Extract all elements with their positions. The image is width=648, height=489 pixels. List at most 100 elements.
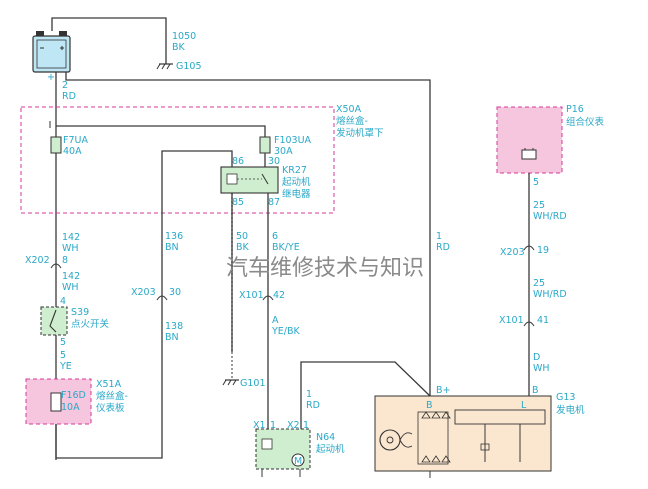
wire-a-color: YE/BK bbox=[271, 326, 301, 337]
fuse-f7ua: F7UA 40A bbox=[50, 135, 88, 157]
ignition-id: S39 bbox=[71, 307, 89, 318]
fusebox-instrument-panel: F16D 10A X51A 熔丝盒- 仪表板 bbox=[25, 378, 128, 425]
watermark-text: 汽车维修技术与知识 bbox=[226, 256, 424, 281]
wire-1-rd-b-color: RD bbox=[306, 400, 320, 411]
wire-50-number: 50 bbox=[236, 231, 248, 242]
wire-142-a-number: 142 bbox=[62, 232, 80, 243]
wire-battery-to-generator bbox=[65, 72, 431, 396]
fusebox-engine-outline bbox=[20, 106, 335, 214]
generator-id: G13 bbox=[556, 392, 575, 403]
wire-5-ye-color: YE bbox=[59, 361, 72, 372]
relay-id: KR27 bbox=[282, 165, 307, 176]
generator-b-pin: B bbox=[532, 385, 539, 396]
starter-x2: X2 bbox=[287, 420, 300, 431]
wire-d-color: WH bbox=[533, 363, 550, 374]
connector-x101-b: X101 bbox=[499, 315, 524, 326]
wire-1-rd-b-number: 1 bbox=[306, 389, 312, 400]
ground-g105-label: G105 bbox=[176, 61, 202, 72]
starter-relay: 86 30 85 87 KR27 起动机 继电器 bbox=[220, 156, 311, 208]
battery-ground-wire-color: BK bbox=[172, 42, 186, 53]
cluster-id: P16 bbox=[566, 104, 584, 115]
wire-142-b-color: WH bbox=[62, 282, 79, 293]
relay-pin-30: 30 bbox=[268, 156, 280, 167]
relay-pin-87: 87 bbox=[268, 197, 280, 208]
battery-ground: 1050 BK G105 bbox=[51, 17, 202, 72]
relay-name-2: 继电器 bbox=[282, 188, 311, 200]
wire-ip-return bbox=[55, 424, 163, 459]
fuse-f7ua-id: F7UA bbox=[63, 135, 88, 146]
cluster-pin: 5 bbox=[533, 177, 539, 188]
battery-out-pin: 2 bbox=[62, 80, 68, 91]
starter-x1: X1 bbox=[253, 420, 266, 431]
fuse-f103ua-rating: 30A bbox=[274, 146, 293, 157]
generator-bplus-label: B+ bbox=[436, 385, 450, 396]
wire-136-color: BN bbox=[165, 242, 179, 253]
connector-x203-a: X203 bbox=[131, 287, 156, 298]
connector-x203-a-pin: 30 bbox=[169, 287, 181, 298]
generator-l-inner: L bbox=[521, 400, 527, 411]
battery-ground-wire-number: 1050 bbox=[172, 31, 196, 42]
fusebox-ip-name-1: 熔丝盒- bbox=[96, 390, 128, 402]
starter-motor-symbol: M bbox=[294, 456, 302, 467]
wire-1-rd-number: 1 bbox=[436, 231, 442, 242]
wire-relay86 bbox=[161, 150, 233, 430]
connector-x202: X202 bbox=[25, 255, 50, 266]
fuse-f16d-id: F16D bbox=[61, 390, 86, 401]
generator-b-inner: B bbox=[426, 400, 433, 411]
connector-x203-b-pin: 19 bbox=[537, 245, 549, 256]
fusebox-ip-id: X51A bbox=[96, 379, 122, 390]
fusebox-ip-name-2: 仪表板 bbox=[96, 402, 125, 414]
wire-25-b-number: 25 bbox=[533, 278, 545, 289]
relay-name-1: 起动机 bbox=[282, 176, 311, 188]
fusebox-engine-id: X50A bbox=[336, 104, 362, 115]
fuse-bus-bar bbox=[56, 125, 266, 137]
wire-d-number: D bbox=[533, 352, 540, 363]
fusebox-engine-name-1: 熔丝盒- bbox=[336, 115, 368, 127]
wire-25-a-number: 25 bbox=[533, 200, 545, 211]
wire-5-ye-number: 5 bbox=[60, 350, 66, 361]
starter-motor: M X1 1 X2 1 N64 起动机 bbox=[253, 420, 345, 477]
wire-25-a-color: WH/RD bbox=[533, 211, 567, 222]
wire-starter-b-plus bbox=[300, 361, 431, 429]
wire-138-color: BN bbox=[165, 332, 179, 343]
fusebox-engine-name-2: 发动机罩下 bbox=[336, 127, 384, 139]
wire-138-number: 138 bbox=[165, 321, 183, 332]
wire-a-number: A bbox=[272, 315, 279, 326]
wire-1-rd-color: RD bbox=[436, 242, 450, 253]
relay-pin-85: 85 bbox=[232, 197, 244, 208]
wire-25-b-color: WH/RD bbox=[533, 289, 567, 300]
instrument-cluster: P16 组合仪表 5 bbox=[496, 104, 605, 188]
generator: B+ B B L G13 发电机 bbox=[374, 385, 585, 478]
fuse-f103ua: F103UA 30A bbox=[259, 135, 312, 157]
ground-g101-label: G101 bbox=[240, 378, 266, 389]
ignition-switch: 4 5 S39 点火开关 bbox=[40, 296, 110, 348]
battery-plus-label: + bbox=[47, 72, 55, 83]
ignition-name: 点火开关 bbox=[71, 318, 110, 330]
wire-6-color: BK/YE bbox=[272, 242, 300, 253]
wire-142-b-number: 142 bbox=[62, 271, 80, 282]
wire-50-color: BK bbox=[236, 242, 250, 253]
fuse-f16d-rating: 10A bbox=[61, 402, 80, 413]
wire-136-number: 136 bbox=[165, 231, 183, 242]
cluster-name: 组合仪表 bbox=[566, 116, 605, 128]
starter-x2-pin: 1 bbox=[303, 420, 309, 431]
relay-pin-86: 86 bbox=[232, 156, 244, 167]
connector-x203-b: X203 bbox=[500, 247, 525, 258]
connector-x202-pin: 8 bbox=[62, 255, 68, 266]
starter-name: 起动机 bbox=[316, 443, 345, 455]
battery: + bbox=[32, 31, 71, 83]
battery-out-color: RD bbox=[62, 91, 76, 102]
wire-6-number: 6 bbox=[272, 231, 278, 242]
connector-x101-b-pin: 41 bbox=[537, 315, 549, 326]
connector-x101-a: X101 bbox=[239, 290, 264, 301]
generator-name: 发电机 bbox=[556, 404, 585, 416]
fuse-f103ua-id: F103UA bbox=[274, 135, 312, 146]
ignition-pin-4: 4 bbox=[60, 296, 66, 307]
ignition-pin-5: 5 bbox=[60, 337, 66, 348]
fuse-f7ua-rating: 40A bbox=[63, 146, 82, 157]
connector-x101-a-pin: 42 bbox=[273, 290, 285, 301]
starter-id: N64 bbox=[316, 432, 335, 443]
starter-x1-pin: 1 bbox=[270, 420, 276, 431]
wire-142-a-color: WH bbox=[62, 243, 79, 254]
